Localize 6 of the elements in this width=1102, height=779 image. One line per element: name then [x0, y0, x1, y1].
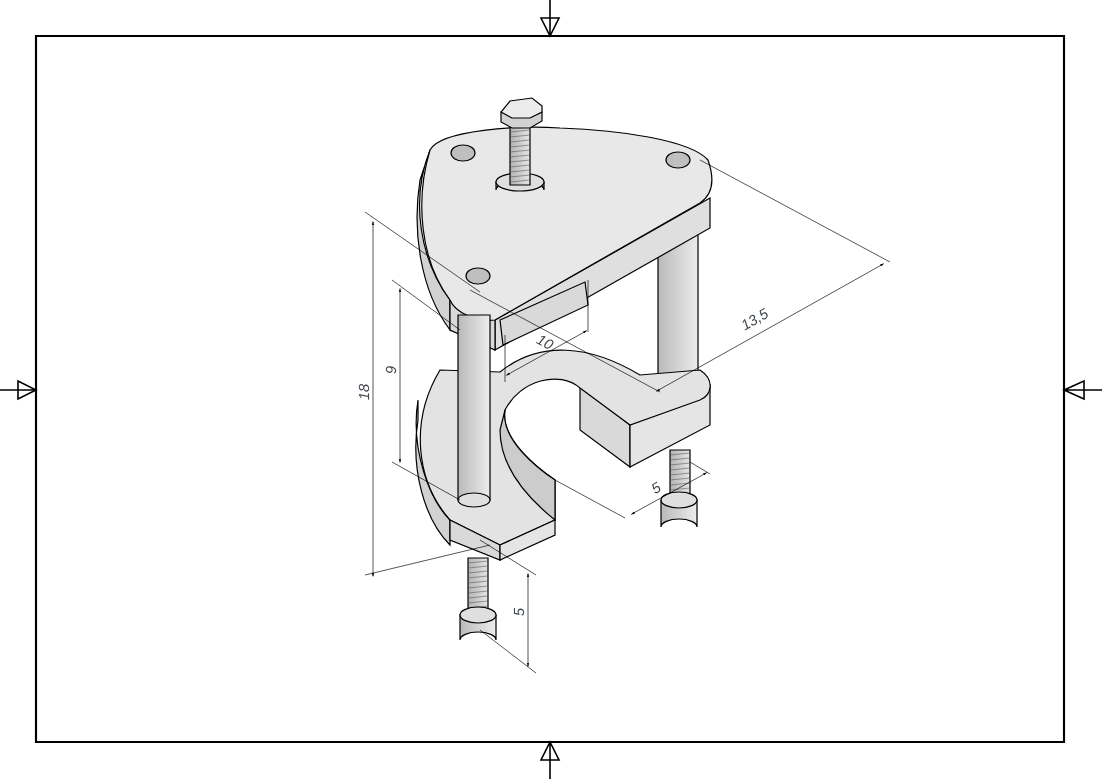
- dimension-label: 10: [535, 336, 554, 349]
- dimension-label: 5: [513, 607, 525, 616]
- dimension-label: 9: [385, 366, 397, 374]
- dimension-label: 5: [652, 481, 661, 494]
- dimension-label: 13,5: [742, 307, 768, 331]
- dimension-label: 18: [358, 383, 370, 400]
